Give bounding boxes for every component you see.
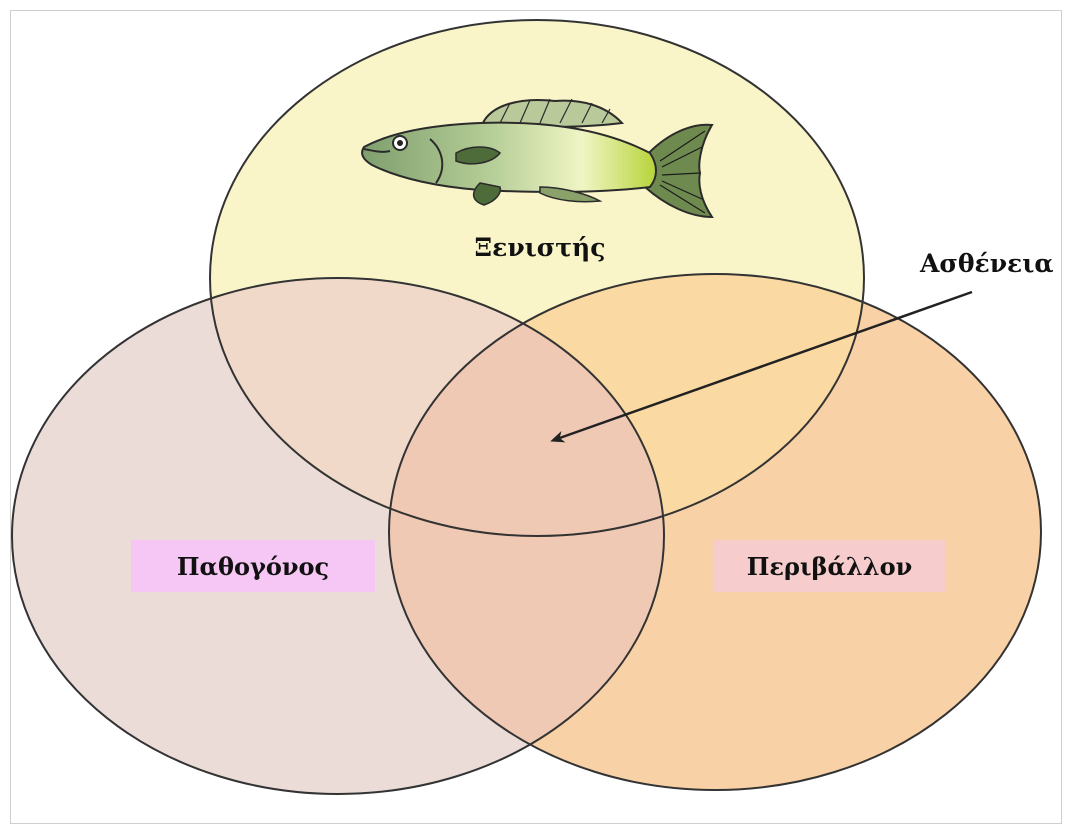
circle-outlines (11, 19, 1042, 795)
disease-arrow (550, 290, 973, 443)
host-label: Ξενιστής (475, 233, 606, 262)
diagram-frame (10, 10, 1062, 824)
pathogen-environment-overlap (389, 278, 664, 790)
pathogen-label: Παθογόνος (131, 540, 375, 592)
environment-label: Περιβάλλον (714, 540, 945, 592)
fish-icon (361, 98, 714, 219)
disease-label: Ασθένεια (919, 249, 1054, 278)
